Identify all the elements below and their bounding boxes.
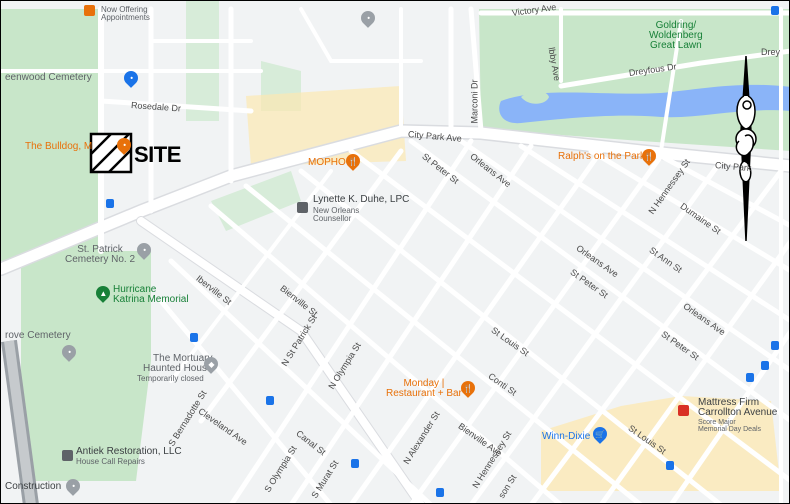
bus-stop-icon[interactable] <box>106 199 114 208</box>
park-label-hurricane: Hurricane Katrina Memorial <box>113 284 189 305</box>
poi-label-monday[interactable]: Monday | Restaurant + Bar <box>386 378 462 399</box>
poi-label-now-offering: Now Offering Appointments <box>101 5 150 22</box>
lagoon-inlet <box>521 91 549 104</box>
green-strip <box>186 1 219 121</box>
poi-label-mattress-sub: Score Major Memorial Day Deals <box>698 419 762 433</box>
poi-label-mopho[interactable]: MOPHO <box>308 157 346 168</box>
poi-label-bulldog[interactable]: The Bulldog, M <box>25 141 93 152</box>
north-arrow <box>735 55 757 242</box>
poi-label-winn-dixie[interactable]: Winn-Dixie <box>542 431 591 442</box>
lagoon <box>499 84 789 124</box>
office-icon[interactable] <box>297 202 308 213</box>
bus-stop-icon[interactable] <box>266 396 274 405</box>
poi-label-lynette-sub: New Orleans Counsellor <box>313 206 360 223</box>
bus-stop-icon[interactable] <box>666 461 674 470</box>
bus-stop-icon[interactable] <box>190 333 198 342</box>
sand-area-2 <box>541 396 781 491</box>
bus-stop-icon[interactable] <box>771 341 779 350</box>
bus-stop-icon[interactable] <box>761 361 769 370</box>
street-label: Drey <box>761 47 781 57</box>
street-label: Marconi Dr <box>469 79 480 124</box>
green-median <box>211 171 301 231</box>
poi-label-antiek-sub: House Call Repairs <box>76 457 145 466</box>
office-icon-antiek[interactable] <box>62 450 73 461</box>
site-label: SITE <box>134 142 181 167</box>
cemetery-area-left <box>1 9 101 261</box>
poi-label-mortuary-sub: Temporarily closed <box>137 374 204 383</box>
park-label-greenwood: eenwood Cemetery <box>5 72 92 83</box>
park-label-goldring: Goldring/ Woldenberg Great Lawn <box>649 20 703 51</box>
pharmacy-icon[interactable] <box>84 5 95 16</box>
bus-stop-icon[interactable] <box>436 488 444 497</box>
park-label-st-patrick: St. Patrick Cemetery No. 2 <box>65 244 136 265</box>
poi-label-mattress[interactable]: Mattress Firm Carrollton Avenue <box>698 397 778 418</box>
poi-label-lynette[interactable]: Lynette K. Duhe, LPC <box>313 194 410 205</box>
bus-stop-icon[interactable] <box>351 459 359 468</box>
park-label-grove: rove Cemetery <box>5 330 71 341</box>
bus-stop-icon[interactable] <box>771 6 779 15</box>
cemetery-area-lower <box>21 251 151 481</box>
bus-stop-icon[interactable] <box>746 373 754 382</box>
poi-label-ralphs[interactable]: Ralph's on the Park <box>558 151 645 162</box>
poi-label-mortuary[interactable]: The Mortuary Haunted House <box>143 353 213 374</box>
store-icon[interactable] <box>678 405 689 416</box>
poi-label-antiek[interactable]: Antiek Restoration, LLC <box>76 446 182 457</box>
poi-label-construction: Construction <box>5 481 62 492</box>
